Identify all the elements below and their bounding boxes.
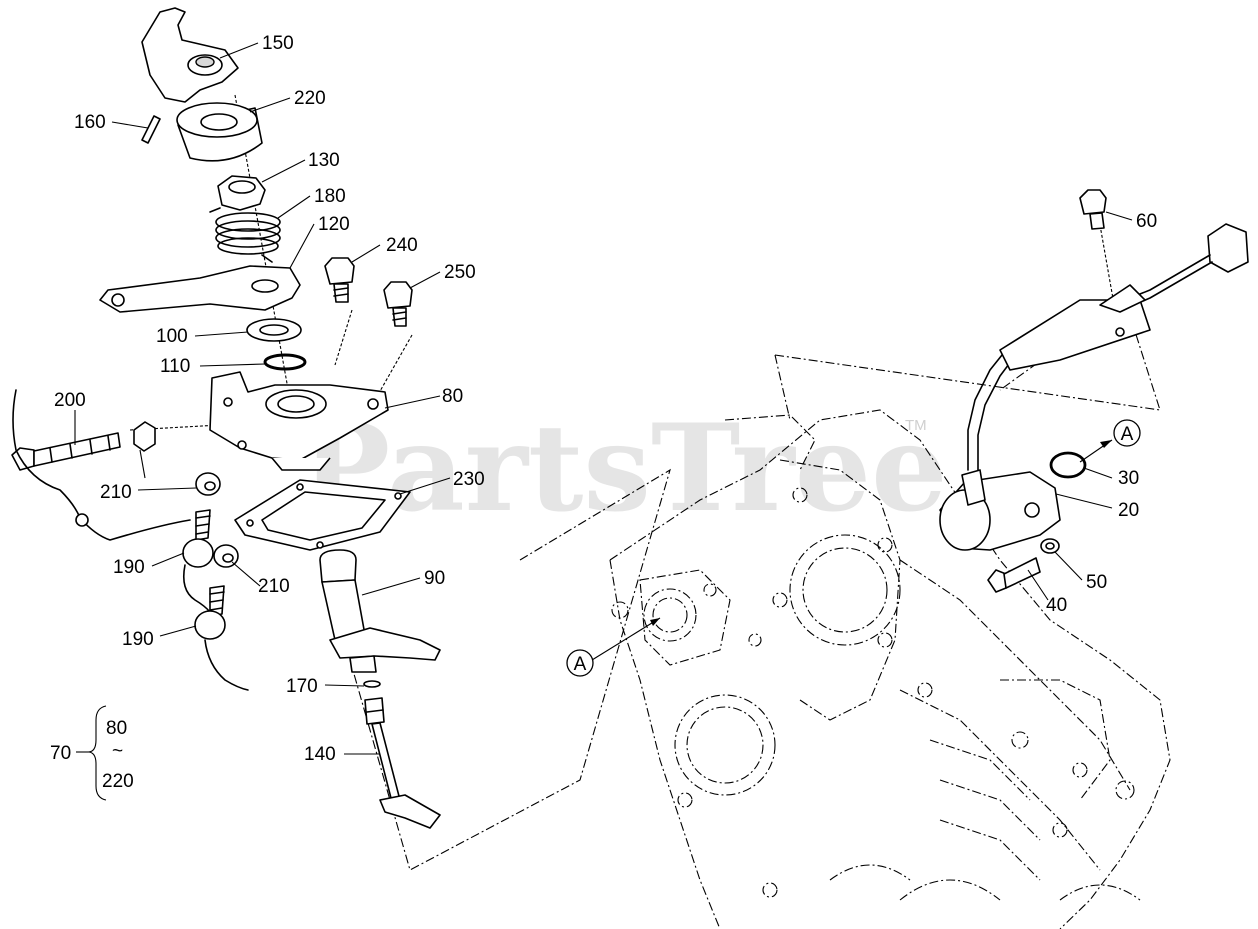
callout-100: 100	[156, 326, 188, 347]
callout-240: 240	[386, 235, 418, 256]
arrow-head-icon	[1100, 440, 1112, 448]
callout-130: 130	[308, 150, 340, 171]
bolt-240-path	[334, 309, 353, 366]
part-250-bolt	[383, 281, 413, 327]
part-220-collar	[176, 102, 263, 162]
part-150-bracket	[141, 7, 239, 103]
callout-20: 20	[1118, 500, 1139, 521]
group-label-70: 70	[50, 743, 71, 764]
reference-marker-left	[566, 649, 594, 677]
callout-30: 30	[1118, 468, 1139, 489]
part-50-washer	[1040, 538, 1060, 554]
group-range-tilde: ~	[112, 741, 123, 762]
part-110-oring	[263, 353, 307, 371]
group-range-from: 80	[106, 718, 127, 739]
part-90-shaft	[319, 549, 441, 673]
callout-170: 170	[286, 676, 318, 697]
part-210-washer-b	[213, 544, 239, 568]
callout-110: 110	[160, 356, 190, 377]
watermark: PartsTree	[300, 398, 947, 539]
callout-150: 150	[262, 33, 294, 54]
reference-label-right: A	[1121, 424, 1134, 445]
group-range-to: 220	[102, 771, 134, 792]
callout-80: 80	[442, 386, 463, 407]
part-60-bolt	[1079, 189, 1107, 230]
part-190-screw-a	[182, 509, 214, 613]
leader-lines	[74, 42, 1133, 755]
callout-190-a: 190	[113, 557, 145, 578]
watermark-trademark: TM	[905, 417, 927, 434]
part-80-housing	[209, 371, 389, 471]
part-100-washer	[246, 318, 302, 342]
part-240-bolt	[324, 257, 355, 303]
callout-60: 60	[1136, 211, 1157, 232]
part-190-screw-b	[194, 585, 249, 691]
arrow-head-icon	[650, 618, 660, 626]
part-170-ring	[363, 680, 381, 688]
part-40-bolt	[987, 557, 1041, 593]
part-30-oring	[1049, 451, 1087, 479]
assembly-line-left	[349, 468, 671, 871]
callout-50: 50	[1086, 572, 1107, 593]
part-120-lever	[99, 265, 301, 313]
sensor-harness	[967, 223, 1249, 471]
part-230-gasket	[234, 479, 411, 551]
part-180-spring	[209, 207, 281, 263]
callout-90: 90	[424, 568, 445, 589]
part-200-bolt	[11, 389, 191, 541]
callout-120: 120	[318, 214, 350, 235]
callout-230: 230	[453, 469, 485, 490]
part-20-sensor	[939, 469, 1061, 551]
bolt-250-path	[374, 334, 413, 401]
callout-160: 160	[74, 112, 106, 133]
callout-180: 180	[314, 186, 346, 207]
part-210-nut-upper	[133, 421, 156, 452]
reference-label-left: A	[574, 654, 587, 675]
assembly-line-right-drop	[774, 354, 791, 421]
callout-190-b: 190	[122, 629, 154, 650]
callout-250: 250	[444, 262, 476, 283]
group-brace	[76, 705, 107, 801]
part-210-washer-a	[195, 472, 221, 496]
callout-40: 40	[1046, 595, 1067, 616]
reference-marker-right	[1113, 419, 1141, 447]
callout-210-a: 210	[100, 482, 132, 503]
callout-140: 140	[304, 744, 336, 765]
engine-housing	[609, 409, 1171, 929]
callout-200: 200	[54, 390, 86, 411]
part-160-pin	[141, 115, 161, 144]
part-140-rod	[364, 697, 441, 829]
callout-220: 220	[294, 88, 326, 109]
part-130-nut	[217, 175, 266, 211]
callout-210-b: 210	[258, 576, 290, 597]
